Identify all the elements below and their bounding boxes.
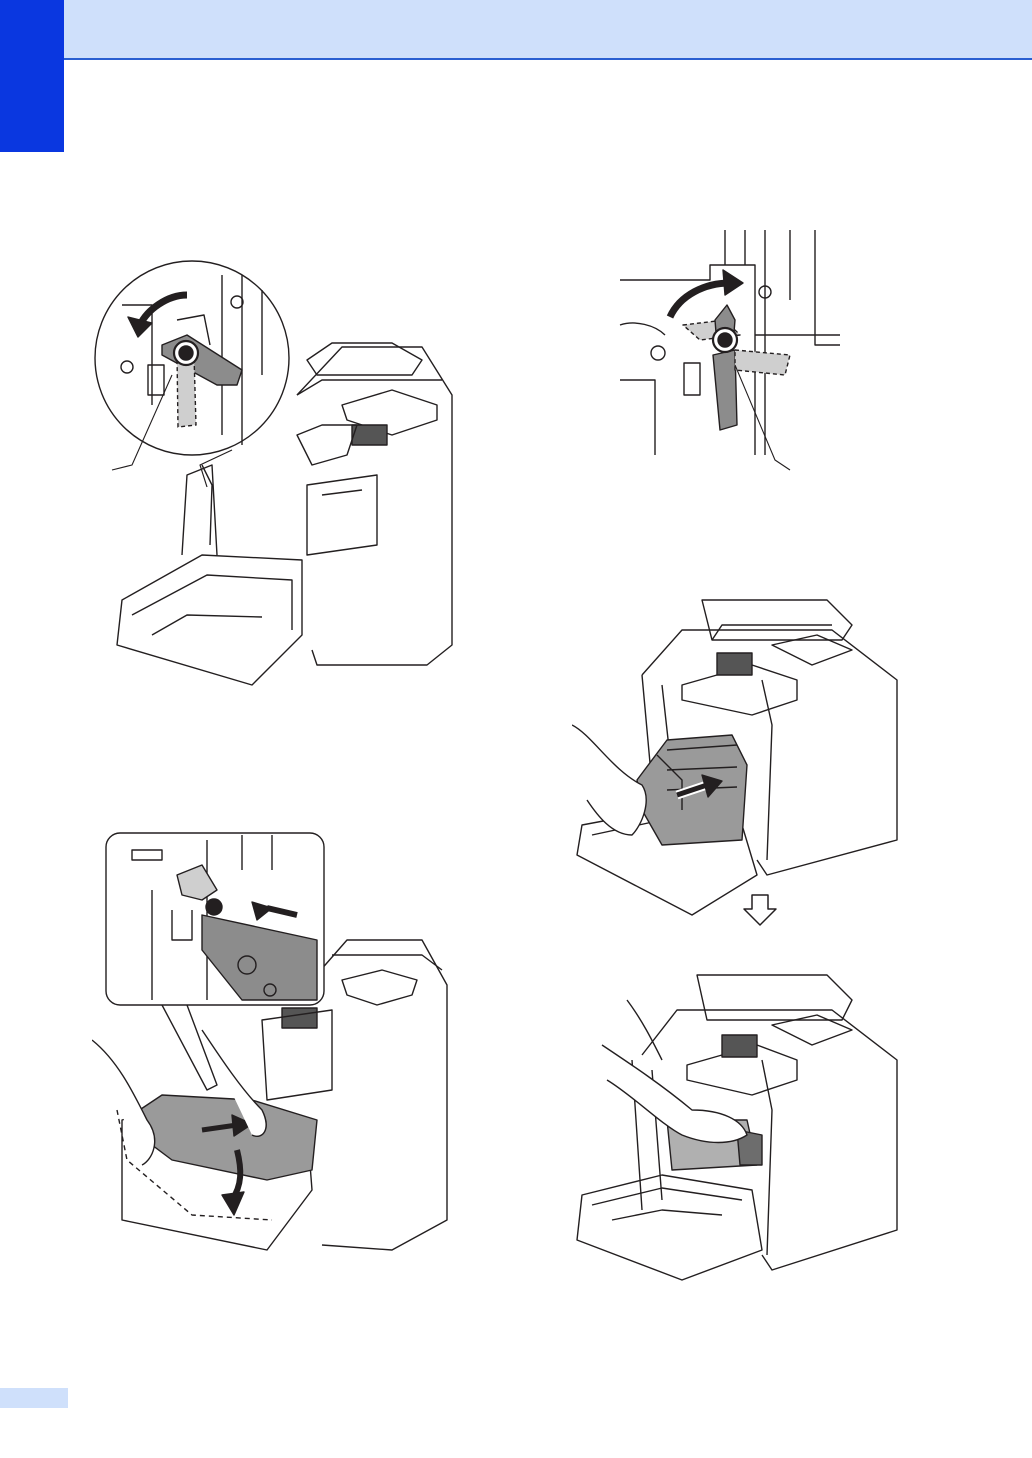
lever-rotate-right-illustration — [615, 225, 845, 480]
lever-rotate-left-illustration — [92, 255, 462, 710]
hand-icon — [92, 1040, 155, 1165]
drum-pull-illustration — [92, 830, 452, 1270]
drum-seated-illustration — [572, 960, 902, 1285]
page-number — [0, 1388, 68, 1408]
fig-lever-rotate-right — [615, 225, 845, 480]
hand-icon — [572, 725, 646, 835]
hand-icon — [602, 1045, 747, 1143]
fig-drum-seated — [572, 960, 902, 1285]
drum-insert-illustration — [572, 585, 902, 920]
magnified-inset-icon — [95, 261, 289, 487]
fig-lever-rotate-left — [92, 255, 462, 710]
chapter-tab — [0, 0, 64, 152]
down-arrow-icon — [742, 893, 778, 927]
fig-drum-insert-into-printer — [92, 830, 452, 1270]
step-down-arrow — [742, 893, 778, 927]
fig-drum-align-slot — [572, 585, 902, 920]
header-band — [0, 0, 1032, 60]
